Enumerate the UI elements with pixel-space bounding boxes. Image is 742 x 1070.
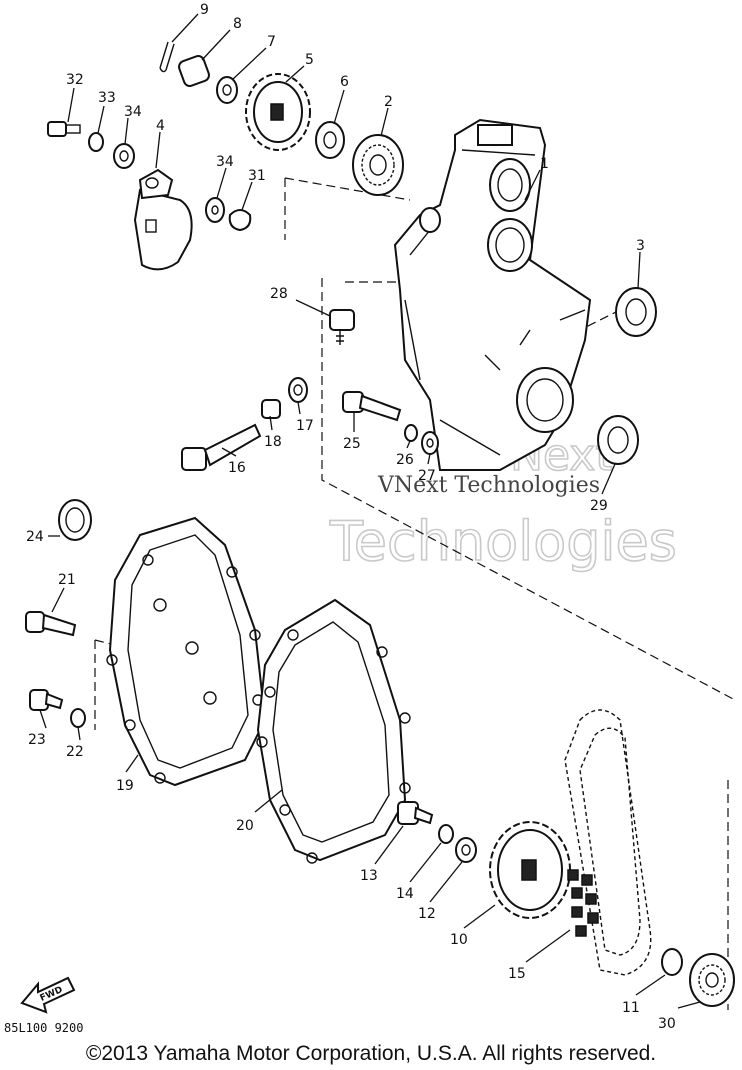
part-21-bolt xyxy=(25,611,77,637)
part-28-fitting xyxy=(329,309,355,345)
label-part-28: 28 xyxy=(270,286,288,302)
part-1-chain-case xyxy=(393,118,592,471)
part-32-bolt xyxy=(47,121,81,137)
part-34-washer-upper xyxy=(113,143,135,169)
exploded-parts-diagram: VNext Technologies VNext Technologies xyxy=(4,2,736,1035)
part-31-clip xyxy=(228,209,252,232)
label-part-32: 32 xyxy=(66,72,84,88)
leader-lines xyxy=(39,13,701,1009)
label-part-34-lower: 34 xyxy=(216,154,234,170)
label-part-22: 22 xyxy=(66,744,84,760)
label-part-10: 10 xyxy=(450,932,468,948)
watermark-line2: Technologies xyxy=(329,510,677,573)
label-part-16: 16 xyxy=(228,460,246,476)
label-part-24: 24 xyxy=(26,529,44,545)
part-29-seal xyxy=(597,415,639,465)
label-part-19: 19 xyxy=(116,778,134,794)
label-part-15: 15 xyxy=(508,966,526,982)
fwd-arrow-marker: FWD xyxy=(20,976,76,1014)
label-part-2: 2 xyxy=(384,94,393,110)
part-8-nut xyxy=(178,55,210,87)
part-14-washer xyxy=(438,824,454,844)
label-part-17: 17 xyxy=(296,418,314,434)
label-part-29: 29 xyxy=(590,498,608,514)
label-part-31: 31 xyxy=(248,168,266,184)
part-12-washer xyxy=(455,837,477,863)
part-18-nut xyxy=(261,399,281,419)
part-9-cotter-pin xyxy=(159,41,175,73)
label-part-12: 12 xyxy=(418,906,436,922)
part-11-spacer xyxy=(661,948,683,976)
part-22-washer xyxy=(70,708,86,728)
label-part-11: 11 xyxy=(622,1000,640,1016)
label-part-9: 9 xyxy=(200,2,209,18)
label-part-5: 5 xyxy=(305,52,314,68)
part-24-cap xyxy=(58,499,92,541)
part-6-spacer xyxy=(315,121,345,159)
part-33-washer xyxy=(88,132,104,152)
label-part-20: 20 xyxy=(236,818,254,834)
label-part-13: 13 xyxy=(360,868,378,884)
part-27-washer xyxy=(421,431,439,455)
watermark-overlay: VNext Technologies xyxy=(377,473,600,498)
label-part-33: 33 xyxy=(98,90,116,106)
part-26-washer xyxy=(404,424,418,442)
label-part-3: 3 xyxy=(636,238,645,254)
label-part-25: 25 xyxy=(343,436,361,452)
label-part-18: 18 xyxy=(264,434,282,450)
part-5-sprocket xyxy=(245,73,311,151)
part-4-tensioner xyxy=(133,168,193,271)
copyright-notice: ©2013 Yamaha Motor Corporation, U.S.A. A… xyxy=(85,1042,657,1065)
part-13-bolt xyxy=(397,801,434,825)
part-17-washer xyxy=(288,377,308,403)
part-10-sprocket xyxy=(489,821,571,919)
label-part-6: 6 xyxy=(340,74,349,90)
label-part-14: 14 xyxy=(396,886,414,902)
label-part-27: 27 xyxy=(418,468,436,484)
label-part-34-upper: 34 xyxy=(124,104,142,120)
part-labels: 9 8 7 5 6 2 1 3 32 33 34 4 34 31 28 16 1… xyxy=(26,2,676,1032)
part-25-bolt xyxy=(342,391,402,422)
label-part-7: 7 xyxy=(267,34,276,50)
label-part-8: 8 xyxy=(233,16,242,32)
part-2-bearing xyxy=(352,134,404,196)
diagram-code: 85L100 9200 xyxy=(4,1021,83,1035)
part-15-chain xyxy=(564,709,652,976)
part-30-bearing xyxy=(689,953,735,1007)
part-34-washer-lower xyxy=(205,197,225,223)
label-part-21: 21 xyxy=(58,572,76,588)
label-part-30: 30 xyxy=(658,1016,676,1032)
part-20-gasket xyxy=(256,598,411,864)
label-part-4: 4 xyxy=(156,118,165,134)
part-23-bolt xyxy=(29,689,64,711)
part-7-washer xyxy=(216,76,238,104)
label-part-1: 1 xyxy=(540,156,549,172)
label-part-23: 23 xyxy=(28,732,46,748)
part-16-bolt xyxy=(181,423,262,471)
label-part-26: 26 xyxy=(396,452,414,468)
part-19-cover xyxy=(106,516,267,787)
part-3-seal xyxy=(615,287,657,337)
